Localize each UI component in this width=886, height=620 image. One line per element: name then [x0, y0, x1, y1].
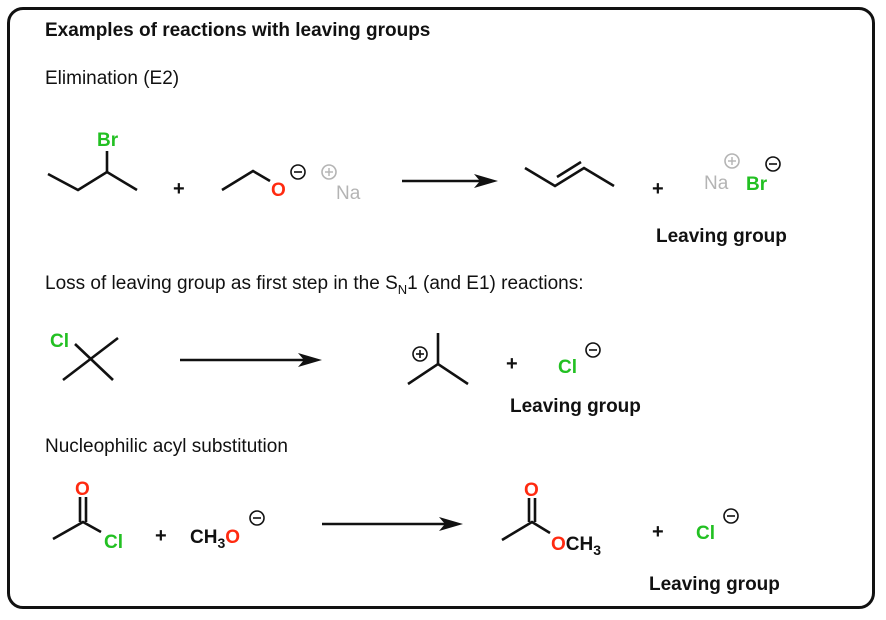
positive-charge-icon: [724, 153, 740, 169]
molecule-acetyl-chloride: O Cl: [52, 479, 123, 553]
ch-text: CH: [566, 534, 593, 555]
atom-na: Na: [336, 183, 361, 204]
leaving-group-label: Leaving group: [649, 574, 780, 595]
positive-charge-icon: [321, 164, 337, 180]
negative-charge-icon: [723, 508, 739, 524]
section-heading-acyl-substitution: Nucleophilic acyl substitution: [45, 436, 288, 457]
bond-skeleton: [221, 169, 271, 192]
atom-na: Na: [704, 173, 729, 194]
atom-cl: Cl: [696, 523, 715, 544]
atom-o: O: [271, 180, 286, 201]
atom-cl: Cl: [558, 357, 577, 378]
heading-text: 1 (and E1) reactions:: [407, 273, 584, 294]
leaving-group-label: Leaving group: [656, 226, 787, 247]
atom-cl: Cl: [104, 532, 123, 553]
reaction-arrow: [402, 174, 498, 188]
molecule-sodium-ethoxide: O Na: [221, 164, 361, 204]
negative-charge-icon: [585, 342, 601, 358]
bond-skeleton: [524, 166, 615, 188]
atom-cl: Cl: [50, 331, 69, 352]
heading-subscript: N: [397, 281, 408, 297]
plus-sign: +: [652, 178, 664, 200]
atom-o: O: [75, 479, 90, 500]
section-heading-e2: Elimination (E2): [45, 68, 180, 89]
atom-o: O: [551, 534, 566, 555]
methyl-group: CH3O: [190, 527, 240, 551]
molecule-2-bromobutane: Br: [47, 130, 138, 192]
molecule-methyl-acetate: O OCH3: [501, 480, 601, 558]
reaction-arrow: [180, 353, 322, 367]
plus-sign: +: [155, 525, 167, 547]
diagram-frame: [7, 7, 875, 609]
bond-skeleton: [501, 520, 551, 542]
atom-br: Br: [746, 174, 768, 195]
methoxy-group: OCH3: [551, 534, 601, 558]
molecule-tert-butyl-chloride: Cl: [50, 331, 119, 382]
subscript-3: 3: [593, 542, 601, 558]
leaving-group-label: Leaving group: [510, 396, 641, 417]
negative-charge-icon: [249, 510, 265, 526]
atom-o: O: [524, 480, 539, 501]
plus-sign: +: [652, 521, 664, 543]
molecule-tert-butyl-cation: [407, 333, 469, 386]
molecule-methoxide: CH3O: [190, 510, 265, 551]
bond-double: [556, 160, 582, 179]
bond: [62, 336, 119, 382]
bond-skeleton: [52, 520, 102, 541]
bond-skeleton: [47, 170, 138, 192]
atom-br: Br: [97, 130, 119, 151]
plus-sign: +: [506, 353, 518, 375]
reaction-arrow: [322, 517, 463, 531]
positive-charge-icon: [412, 346, 428, 362]
plus-sign: +: [173, 178, 185, 200]
bond: [74, 343, 114, 381]
section-heading-sn1: Loss of leaving group as first step in t…: [45, 273, 584, 297]
molecule-2-butene: [524, 160, 615, 188]
diagram-title: Examples of reactions with leaving group…: [45, 20, 431, 41]
atom-o: O: [225, 527, 240, 548]
negative-charge-icon: [765, 156, 781, 172]
ch-text: CH: [190, 527, 217, 548]
heading-text: Loss of leaving group as first step in t…: [45, 273, 398, 294]
salt-nabr: Na Br: [704, 153, 781, 195]
negative-charge-icon: [290, 164, 306, 180]
subscript-3: 3: [217, 535, 225, 551]
